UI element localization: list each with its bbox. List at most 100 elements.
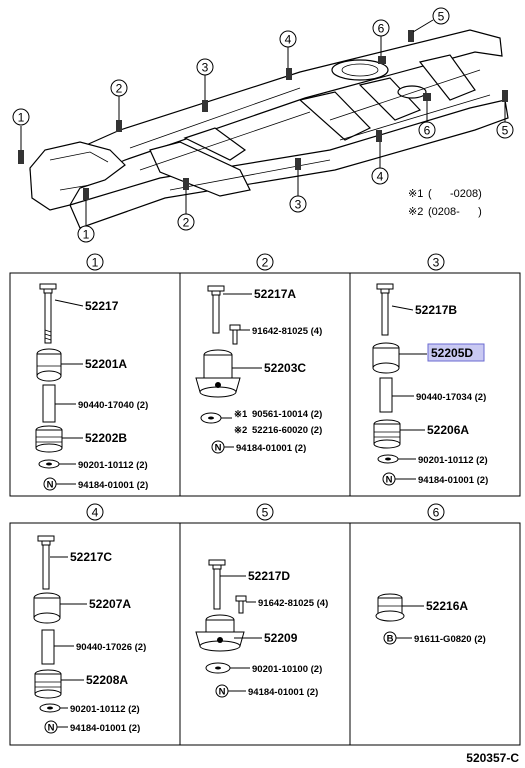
part-90201-10112-s4[interactable]: 90201-10112 (2) bbox=[70, 704, 140, 715]
part-94184-01001[interactable]: 94184-01001 (2) bbox=[78, 480, 148, 491]
part-52217A[interactable]: 52217A bbox=[254, 287, 296, 301]
svg-text:2: 2 bbox=[183, 216, 190, 230]
part-52217C[interactable]: 52217C bbox=[70, 550, 112, 564]
part-90201-10100[interactable]: 90201-10100 (2) bbox=[252, 664, 322, 675]
spacer-90440-17034 bbox=[379, 377, 393, 413]
note-2-mark-s2: ※2 bbox=[234, 425, 247, 436]
section-header-4: 4 bbox=[86, 503, 104, 521]
svg-text:6: 6 bbox=[378, 22, 385, 36]
date-notes: ※1 ( -0208) ※2 (0208- ) bbox=[408, 188, 482, 218]
svg-text:6: 6 bbox=[424, 124, 431, 138]
part-52217B[interactable]: 52217B bbox=[415, 303, 457, 317]
part-91642-81025[interactable]: 91642-81025 (4) bbox=[252, 326, 322, 337]
section-headers: 1 2 3 4 5 6 bbox=[86, 253, 445, 521]
part-90440-17040[interactable]: 90440-17040 (2) bbox=[78, 400, 148, 411]
cushion-52207A bbox=[33, 592, 61, 624]
callout-5-top: 5 bbox=[412, 7, 450, 33]
part-52209[interactable]: 52209 bbox=[264, 631, 298, 645]
cushion-52216A bbox=[375, 593, 405, 622]
note-1-mark-s2: ※1 bbox=[234, 409, 248, 420]
section-4: 52217C 52207A 90440-17026 (2) 52208A 902… bbox=[33, 535, 146, 734]
part-90561-10014[interactable]: 90561-10014 (2) bbox=[252, 409, 322, 420]
frame-callouts: 1 1 2 2 3 3 4 bbox=[12, 7, 514, 243]
cushion-52205D bbox=[372, 342, 400, 374]
part-52201A[interactable]: 52201A bbox=[85, 357, 127, 371]
section-header-2: 2 bbox=[256, 253, 274, 271]
svg-text:4: 4 bbox=[285, 33, 292, 47]
svg-text:3: 3 bbox=[202, 61, 209, 75]
part-90440-17026[interactable]: 90440-17026 (2) bbox=[76, 642, 146, 653]
part-52208A[interactable]: 52208A bbox=[86, 673, 128, 687]
part-94184-01001-s2[interactable]: 94184-01001 (2) bbox=[236, 443, 306, 454]
spacer-90440-17040 bbox=[42, 384, 56, 423]
part-91642-81025-s5[interactable]: 91642-81025 (4) bbox=[258, 598, 328, 609]
callout-2-top: 2 bbox=[110, 79, 128, 120]
svg-text:1: 1 bbox=[18, 111, 25, 125]
section-3: 52217B 52205D 90440-17034 (2) 52206A 902… bbox=[372, 283, 488, 486]
cushion-52201A bbox=[36, 348, 62, 382]
nut-marker-icon: N bbox=[215, 684, 229, 698]
callout-5-bottom: 5 bbox=[496, 102, 514, 139]
nut-marker-icon: N bbox=[44, 720, 58, 734]
callout-6-bottom: 6 bbox=[418, 101, 436, 139]
svg-text:B: B bbox=[387, 634, 394, 645]
part-94184-01001-s3[interactable]: 94184-01001 (2) bbox=[418, 475, 488, 486]
note-1-text: ( -0208) bbox=[428, 188, 482, 200]
part-52217D[interactable]: 52217D bbox=[248, 569, 290, 583]
note-2-text: (0208- ) bbox=[428, 206, 482, 218]
svg-text:N: N bbox=[47, 480, 54, 491]
part-52207A[interactable]: 52207A bbox=[89, 597, 131, 611]
cushion-52208A bbox=[34, 669, 62, 699]
part-90201-10112-s3[interactable]: 90201-10112 (2) bbox=[418, 455, 488, 466]
callout-2-bottom: 2 bbox=[177, 190, 195, 231]
note-1-mark: ※1 bbox=[408, 188, 423, 200]
bolt-91642-81025-s5 bbox=[235, 595, 247, 614]
callout-1-top: 1 bbox=[12, 108, 30, 150]
svg-text:5: 5 bbox=[502, 124, 509, 138]
part-90440-17034[interactable]: 90440-17034 (2) bbox=[416, 392, 486, 403]
frame-mount-points bbox=[18, 30, 508, 200]
bolt-52217 bbox=[39, 283, 57, 344]
svg-text:1: 1 bbox=[83, 228, 90, 242]
svg-text:N: N bbox=[219, 687, 226, 698]
bolt-52217A bbox=[207, 285, 225, 334]
note-2-mark: ※2 bbox=[408, 206, 423, 218]
callout-3-bottom: 3 bbox=[289, 170, 307, 213]
part-52206A[interactable]: 52206A bbox=[427, 423, 469, 437]
svg-text:5: 5 bbox=[262, 506, 269, 520]
cushion-52202B bbox=[35, 425, 63, 453]
nut-marker-icon: N bbox=[211, 440, 225, 454]
nut-marker-icon: N bbox=[43, 477, 57, 491]
bolt-91642-81025 bbox=[229, 324, 241, 345]
part-90201-10112[interactable]: 90201-10112 (2) bbox=[78, 460, 148, 471]
highlight-box bbox=[427, 343, 485, 362]
svg-text:N: N bbox=[48, 723, 55, 734]
part-52216-60020[interactable]: 52216-60020 (2) bbox=[252, 425, 322, 436]
part-94184-01001-s5[interactable]: 94184-01001 (2) bbox=[248, 687, 318, 698]
part-52203C[interactable]: 52203C bbox=[264, 361, 306, 375]
section-header-5: 5 bbox=[256, 503, 274, 521]
bolt-marker-icon: B bbox=[383, 631, 397, 645]
section-header-6: 6 bbox=[427, 503, 445, 521]
part-94184-01001-s4[interactable]: 94184-01001 (2) bbox=[70, 723, 140, 734]
section-6: 52216A B 91611-G0820 (2) bbox=[375, 593, 486, 645]
bolt-52217C bbox=[37, 535, 55, 590]
callout-1-bottom: 1 bbox=[77, 200, 95, 243]
part-52217[interactable]: 52217 bbox=[85, 299, 119, 313]
section-boxes bbox=[9, 272, 521, 746]
bolt-52217B bbox=[376, 283, 394, 336]
cushion-52206A bbox=[373, 419, 401, 449]
bolt-52217D bbox=[208, 559, 226, 610]
svg-text:2: 2 bbox=[116, 82, 123, 96]
part-52216A[interactable]: 52216A bbox=[426, 599, 468, 613]
spacer-90440-17026 bbox=[41, 629, 55, 665]
part-52202B[interactable]: 52202B bbox=[85, 431, 127, 445]
part-52205D[interactable]: 52205D bbox=[431, 346, 473, 360]
part-91611-G0820[interactable]: 91611-G0820 (2) bbox=[414, 634, 486, 645]
svg-text:4: 4 bbox=[92, 506, 99, 520]
section-header-1: 1 bbox=[86, 253, 104, 271]
callout-3-top: 3 bbox=[196, 58, 214, 100]
callout-4-bottom: 4 bbox=[371, 142, 389, 185]
mount-52209 bbox=[195, 614, 245, 652]
